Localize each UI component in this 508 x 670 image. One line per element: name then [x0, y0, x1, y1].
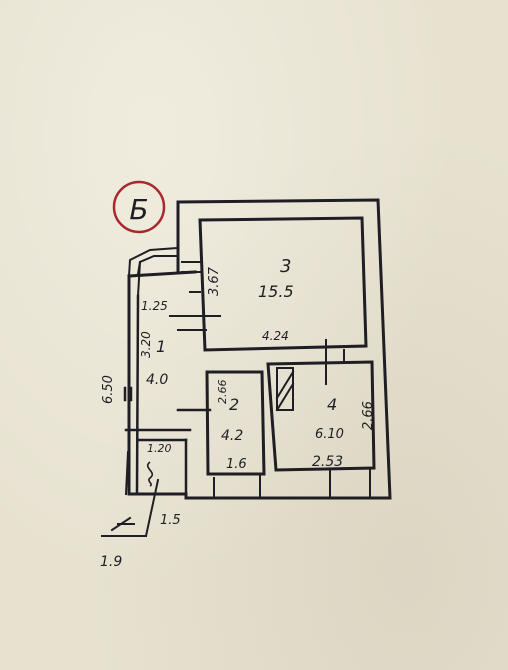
room3-walls [198, 216, 368, 352]
dim-stair-b: 1.9 [100, 554, 122, 570]
dim-room5-width: 1.20 [147, 442, 172, 455]
dim-room1-width: 1.25 [141, 299, 168, 313]
room2-area: 4.2 [221, 428, 243, 444]
room1-area: 4.0 [146, 372, 168, 388]
dim-room3-height: 3.67 [207, 266, 222, 296]
partition-ticks [169, 261, 221, 331]
stair-lines [101, 450, 160, 538]
room2-walls [205, 370, 266, 476]
room4-area: 6.10 [315, 427, 344, 442]
dim-room1-height: 3.20 [139, 331, 153, 358]
chimney-block [275, 367, 295, 412]
bottom-wall-ticks [213, 467, 371, 499]
dim-outer-height: 6.50 [101, 375, 116, 404]
room4-walls [266, 360, 376, 472]
dim-room4-width: 2.53 [312, 454, 343, 470]
room2-number: 2 [229, 395, 239, 414]
plan-marker-letter: Б [129, 193, 148, 226]
room4-number: 4 [327, 395, 337, 414]
room3-area: 15.5 [258, 282, 294, 301]
entrance-nook [127, 246, 180, 298]
dim-room4-height: 2.66 [361, 401, 376, 430]
room3-number: 3 [280, 256, 291, 277]
plan-marker-circle [112, 180, 166, 234]
dim-stair-a: 1.5 [160, 513, 181, 528]
dim-room2-width: 1.6 [226, 457, 247, 472]
left-column-walls [123, 294, 212, 496]
room5-mark [146, 461, 154, 487]
dim-room2-height: 2.66 [216, 380, 229, 405]
room1-number: 1 [156, 337, 166, 356]
dim-room3-width: 4.24 [262, 329, 289, 343]
room4-ticks [325, 339, 345, 385]
